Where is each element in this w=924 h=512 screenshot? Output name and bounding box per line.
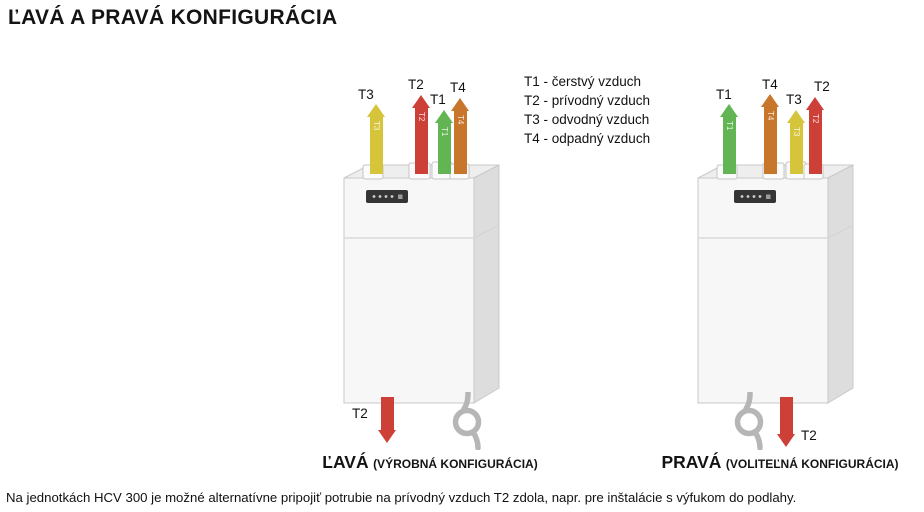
right-t4-exhaust-arrow: T4	[761, 94, 779, 174]
arrow-shaft	[380, 397, 394, 430]
right-caption: PRAVÁ (VOLITEĽNÁ KONFIGURÁCIA)	[636, 452, 924, 473]
arrow-shaft: T1	[437, 123, 451, 174]
left-t2-supply-arrow: T2	[412, 95, 430, 174]
arrow-shaft: T3	[369, 117, 383, 174]
unit-seam-side	[473, 224, 500, 239]
left-caption: ĽAVÁ (VÝROBNÁ KONFIGURÁCIA)	[286, 452, 574, 473]
arrow-head	[777, 434, 795, 447]
arrow-shaft: T1	[722, 117, 736, 174]
left-bottom-t2-label: T2	[352, 406, 368, 421]
shaft-tag: T1	[725, 121, 734, 131]
arrow-shaft: T3	[789, 123, 803, 174]
arrow-shaft: T2	[414, 108, 428, 174]
arrow-head	[761, 94, 779, 107]
right-caption-main: PRAVÁ	[661, 452, 722, 472]
unit-seam-side	[827, 224, 854, 239]
shaft-tag: T3	[792, 127, 801, 137]
right-t1-label: T1	[716, 87, 732, 102]
left-t3-label: T3	[358, 87, 374, 102]
legend-item-t2: T2 - prívodný vzduch	[524, 93, 651, 108]
right-t2-bottom-arrow	[777, 397, 795, 447]
unit-front-face	[697, 177, 829, 404]
unit-front-face	[343, 177, 475, 404]
hcv-unit-right	[697, 161, 854, 404]
left-t2-label: T2	[408, 77, 424, 92]
arrow-head	[451, 98, 469, 111]
arrow-shaft	[779, 397, 793, 434]
arrow-shaft: T2	[808, 110, 822, 174]
left-t2-bottom-arrow	[378, 397, 396, 443]
left-t1-label: T1	[430, 92, 446, 107]
left-t3-extract-arrow: T3	[367, 104, 385, 174]
arrow-head	[367, 104, 385, 117]
shaft-tag: T1	[440, 127, 449, 137]
arrow-head	[435, 110, 453, 123]
shaft-tag: T4	[456, 115, 465, 125]
shaft-tag: T2	[417, 112, 426, 122]
arrow-head	[787, 110, 805, 123]
right-t3-label: T3	[786, 92, 802, 107]
control-panel	[366, 190, 408, 203]
air-type-legend: T1 - čerstvý vzduch T2 - prívodný vzduch…	[524, 72, 650, 148]
left-t4-label: T4	[450, 80, 466, 95]
shaft-tag: T4	[766, 111, 775, 121]
arrow-shaft: T4	[453, 111, 467, 174]
left-caption-main: ĽAVÁ	[322, 452, 369, 472]
arrow-head	[806, 97, 824, 110]
footer-note: Na jednotkách HCV 300 je možné alternatí…	[6, 490, 797, 505]
right-t1-fresh-arrow: T1	[720, 104, 738, 174]
right-t3-extract-arrow: T3	[787, 110, 805, 174]
drain-hose-right	[734, 392, 764, 450]
left-t1-fresh-arrow: T1	[435, 110, 453, 174]
arrow-shaft: T4	[763, 107, 777, 174]
legend-item-t3: T3 - odvodný vzduch	[524, 112, 650, 127]
left-caption-sub: (VÝROBNÁ KONFIGURÁCIA)	[373, 457, 538, 471]
right-bottom-t2-label: T2	[801, 428, 817, 443]
legend-item-t4: T4 - odpadný vzduch	[524, 131, 651, 146]
legend-item-t1: T1 - čerstvý vzduch	[524, 74, 642, 89]
right-t2-label: T2	[814, 79, 830, 94]
shaft-tag: T2	[811, 114, 820, 124]
drain-hose-left	[452, 392, 482, 450]
unit-side-face	[473, 164, 500, 404]
right-caption-sub: (VOLITEĽNÁ KONFIGURÁCIA)	[725, 457, 899, 471]
control-panel	[734, 190, 776, 203]
arrow-head	[378, 430, 396, 443]
arrow-head	[412, 95, 430, 108]
right-t4-label: T4	[762, 77, 778, 92]
arrow-head	[720, 104, 738, 117]
unit-side-face	[827, 164, 854, 404]
left-t4-exhaust-arrow: T4	[451, 98, 469, 174]
right-t2-supply-arrow: T2	[806, 97, 824, 174]
shaft-tag: T3	[372, 121, 381, 131]
page-title: ĽAVÁ A PRAVÁ KONFIGURÁCIA	[8, 6, 338, 29]
